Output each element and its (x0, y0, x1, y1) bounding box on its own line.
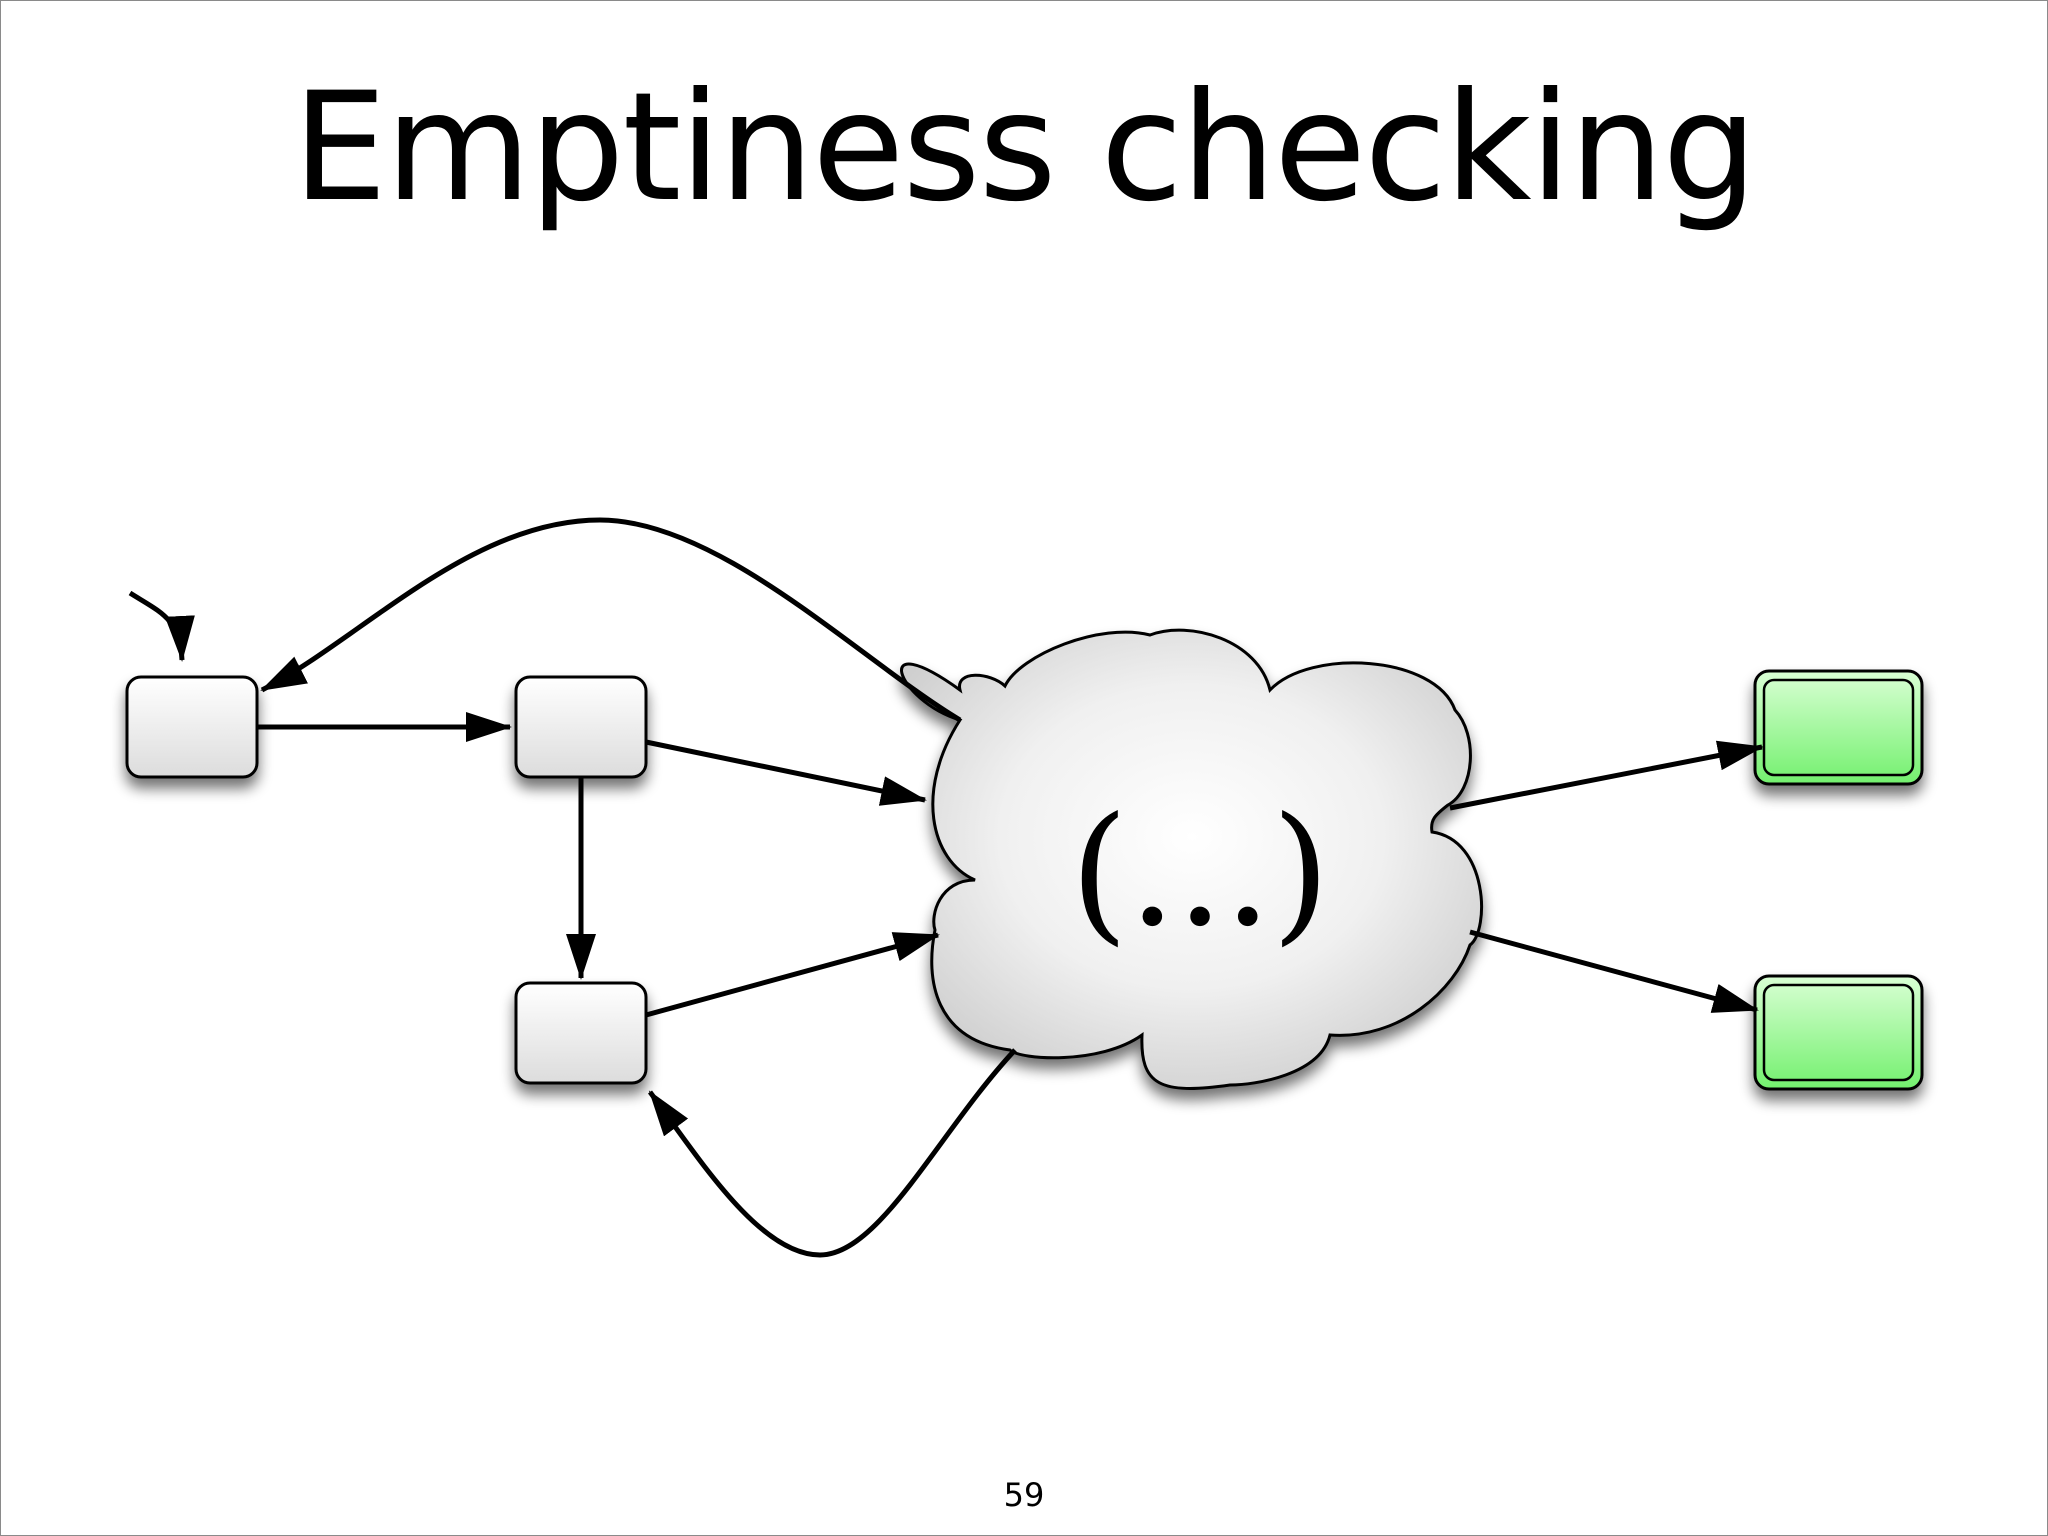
edge-cloud-to-accepting-bottom (1469, 929, 1759, 1013)
edge-middle-top-to-cloud (645, 739, 927, 806)
state-middle-top (514, 675, 648, 779)
edge-cloud-to-accepting-top (1449, 740, 1764, 811)
state-middle-bottom (514, 981, 648, 1085)
edge-initial-entry (128, 590, 195, 662)
state-initial (125, 675, 259, 779)
accepting-state-bottom (1753, 974, 1924, 1091)
slide-title: Emptiness checking (292, 61, 1757, 235)
edge-cloud-to-initial (260, 517, 962, 723)
edge-cloud-to-middle-bottom (647, 1048, 1017, 1258)
cloud-label: (...) (1070, 786, 1330, 960)
transitions (128, 517, 1764, 1258)
cloud-shape (900, 628, 1484, 1090)
page-number: 59 (1003, 1476, 1045, 1514)
edge-middle-bottom-to-cloud (645, 932, 940, 1018)
accepting-state-top (1753, 669, 1924, 786)
